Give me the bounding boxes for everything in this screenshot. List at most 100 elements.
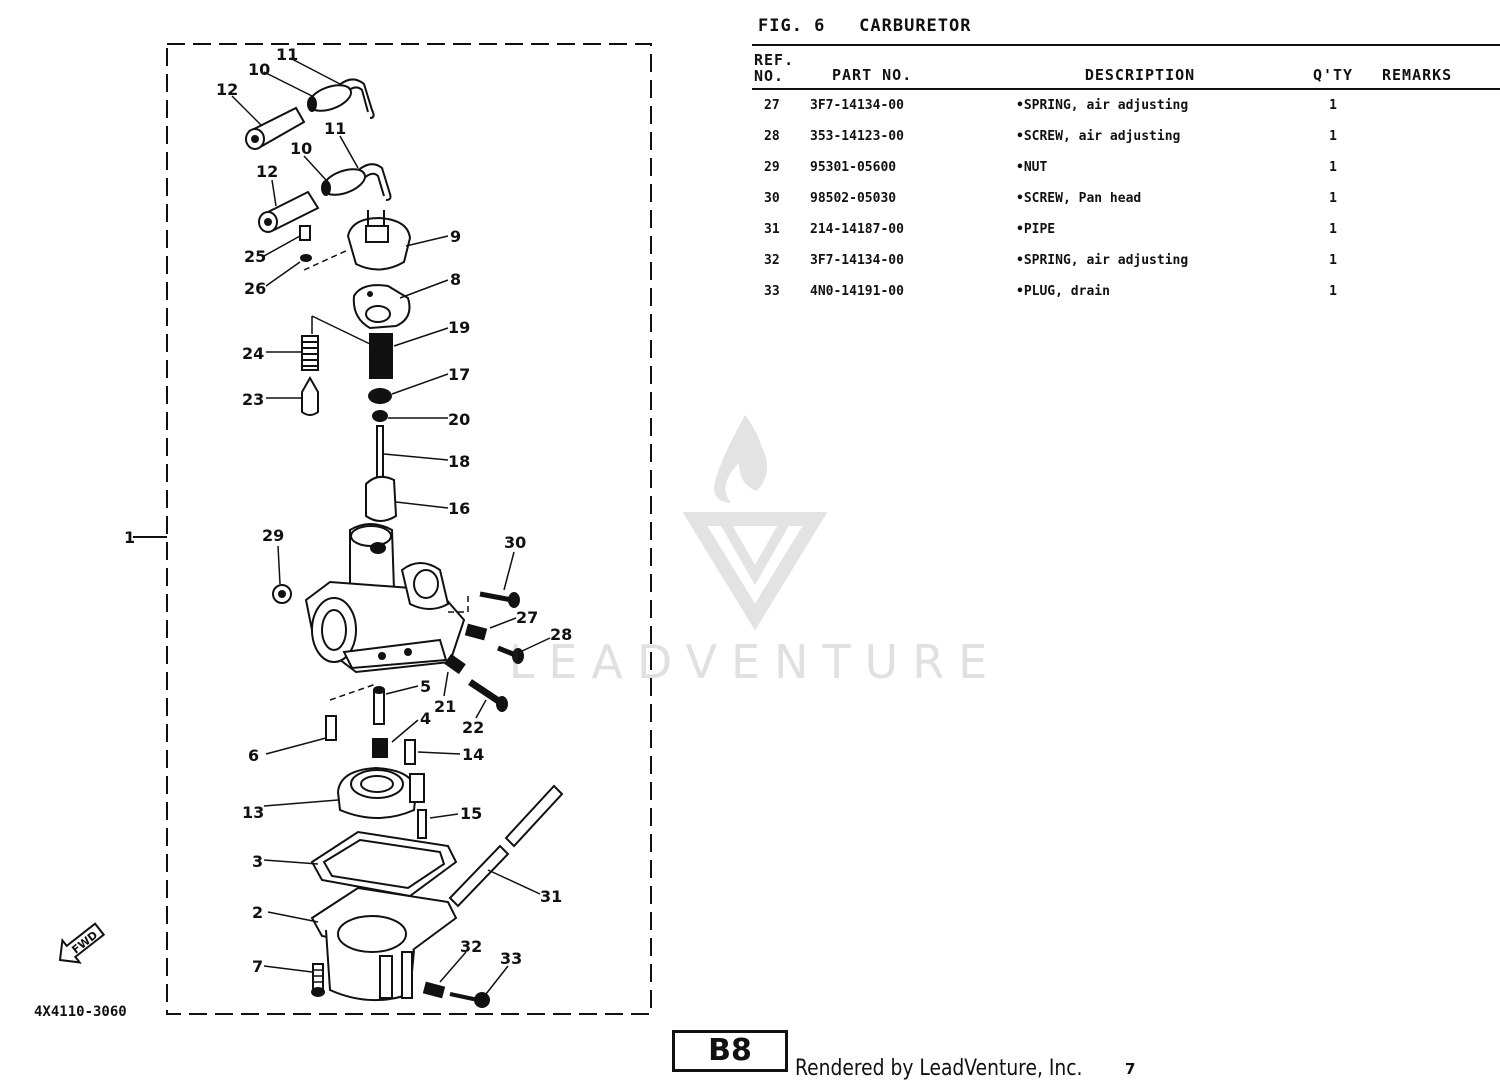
cell-part-no: 4N0-14191-00 [810,284,904,299]
callout-22: 22 [462,718,484,737]
part-carburetor-body [304,523,466,674]
callout-8: 8 [450,270,461,289]
part-spring-21 [444,653,466,675]
callout-5: 5 [420,677,431,696]
callout-16: 16 [448,499,470,518]
callout-11-lower: 11 [324,119,346,138]
callout-24: 24 [242,344,264,363]
callout-28: 28 [550,625,572,644]
cell-remarks [1372,245,1500,276]
figure-name: CARBURETOR [859,16,972,36]
part-nut-29 [272,584,292,604]
callout-33: 33 [500,949,522,968]
table-row: 30 98502-05030 •SCREW, Pan head 1 [752,183,1500,214]
part-plug-33 [449,992,490,1008]
part-pin-15 [417,809,427,839]
part-cap-12-lower [258,190,320,233]
table-row: 28 353-14123-00 •SCREW, air adjusting 1 [752,121,1500,152]
cell-qty: 1 [1329,160,1337,175]
part-jet-14 [404,739,416,765]
callout-26: 26 [244,279,266,298]
header-qty: Q'TY [1312,66,1354,84]
part-pipe-31 [448,784,564,908]
header-ref-no: REF.NO. [754,51,795,85]
fwd-arrow-icon: FWD [58,922,106,964]
cell-qty: 1 [1329,191,1337,206]
part-screw-7 [311,963,325,997]
cell-qty: 1 [1329,98,1337,113]
callout-assembly: 1 [124,528,135,547]
cell-remarks [1372,89,1500,121]
part-jet-6 [325,715,337,741]
table-row: 32 3F7-14134-00 •SPRING, air adjusting 1 [752,245,1500,276]
part-screw-30 [479,591,520,608]
part-spring-24 [301,335,319,371]
table-row: 29 95301-05600 •NUT 1 [752,152,1500,183]
callout-30: 30 [504,533,526,552]
cell-description: •SCREW, air adjusting [1016,129,1181,144]
cell-qty: 1 [1329,222,1337,237]
part-needle-23 [301,375,319,416]
cell-part-no: 3F7-14134-00 [810,253,904,268]
header-remarks: REMARKS [1382,66,1453,84]
cell-qty: 1 [1329,129,1337,144]
figure-title: FIG. 6 CARBURETOR [758,16,972,36]
callout-6: 6 [248,746,259,765]
callout-32: 32 [460,937,482,956]
cell-qty: 1 [1329,284,1337,299]
part-plate-8 [352,284,411,330]
header-description: DESCRIPTION [1084,66,1196,84]
cell-remarks [1372,276,1500,307]
cell-ref: 28 [764,129,780,144]
callout-23: 23 [242,390,264,409]
cell-remarks [1372,121,1500,152]
part-jet-4 [372,738,388,758]
part-fitting-10-lower [321,168,367,196]
part-float-bowl-2 [310,886,458,1002]
cell-description: •PIPE [1016,222,1056,237]
cell-qty: 1 [1329,253,1337,268]
figure-label: FIG. 6 [758,16,826,36]
callout-12-upper: 12 [216,80,238,99]
callout-11-upper: 11 [276,45,298,64]
table-row: 33 4N0-14191-00 •PLUG, drain 1 [752,276,1500,307]
part-cap-9 [346,210,412,271]
part-throttle-valve-16 [365,475,398,522]
callout-13: 13 [242,803,264,822]
part-spring-27 [464,623,488,641]
part-spring-19 [369,333,393,379]
cell-description: •SCREW, Pan head [1016,191,1142,206]
part-screw-28 [497,645,524,664]
callout-21: 21 [434,697,456,716]
callout-14: 14 [462,745,484,764]
cell-ref: 33 [764,284,780,299]
callout-10-upper: 10 [248,60,270,79]
page-number: 7 [1125,1060,1136,1078]
cell-description: •NUT [1016,160,1048,175]
cell-part-no: 3F7-14134-00 [810,98,904,113]
callout-31: 31 [540,887,562,906]
callout-12-lower: 12 [256,162,278,181]
cell-ref: 29 [764,160,780,175]
cell-ref: 27 [764,98,780,113]
part-gasket-3 [310,830,458,898]
callout-2: 2 [252,903,263,922]
callout-numbers: 2 3 4 5 6 7 8 9 10 10 11 11 12 12 13 14 … [216,45,572,976]
part-clip-17 [368,388,392,404]
callout-20: 20 [448,410,470,429]
header-part-no: PART NO. [832,66,913,84]
cell-remarks [1372,214,1500,245]
table-row: 31 214-14187-00 •PIPE 1 [752,214,1500,245]
cell-description: •SPRING, air adjusting [1016,98,1189,113]
callout-17: 17 [448,365,470,384]
callout-27: 27 [516,608,538,627]
cell-ref: 31 [764,222,780,237]
callout-7: 7 [252,957,263,976]
rendered-by-credit: Rendered by LeadVenture, Inc. [795,1056,1083,1081]
callout-3: 3 [252,852,263,871]
page-code-box: B8 [672,1030,788,1072]
cell-part-no: 98502-05030 [810,191,897,206]
part-spring-32 [422,981,446,999]
part-washer-26 [300,254,312,262]
